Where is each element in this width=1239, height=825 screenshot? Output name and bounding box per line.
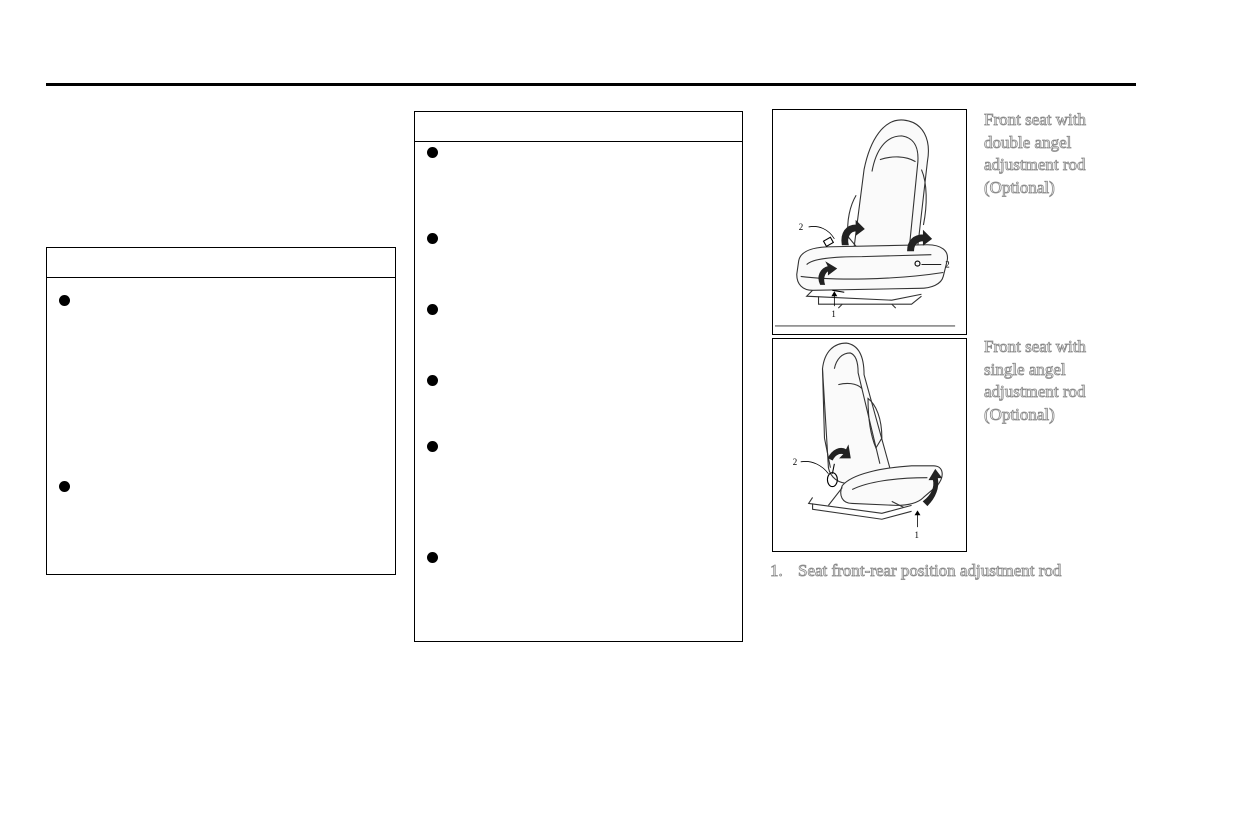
legend-number: 1. — [770, 561, 784, 581]
figure-caption-single-rod: Front seat with single angel adjustment … — [984, 336, 1134, 426]
caption-line: Front seat with — [984, 337, 1087, 357]
notice-box-middle — [414, 111, 743, 642]
seat-drawing-double: 2 2 1 — [774, 119, 956, 327]
seat-illustration-single-rod: 2 1 — [772, 338, 967, 552]
caption-line: single angel — [984, 359, 1066, 379]
figure-caption-double-rod: Front seat with double angel adjustment … — [984, 109, 1134, 199]
bullet-point — [427, 147, 438, 158]
bullet-point — [427, 375, 438, 386]
callout-1: 1 — [831, 309, 835, 319]
notice-box-left-header — [47, 248, 395, 278]
caption-line: adjustment rod — [984, 382, 1086, 402]
callout-2: 2 — [945, 260, 949, 270]
caption-line: (Optional) — [984, 404, 1056, 424]
caption-line: Front seat with — [984, 110, 1087, 130]
callout-1: 1 — [915, 530, 919, 540]
notice-box-middle-header — [415, 112, 742, 142]
caption-line: double angel — [984, 132, 1072, 152]
seat-drawing-single: 2 1 — [793, 342, 943, 540]
bullet-point — [427, 233, 438, 244]
legend-text: Seat front-rear position adjustment rod — [798, 561, 1062, 581]
callout-2: 2 — [799, 222, 803, 232]
bullet-point — [59, 295, 70, 306]
callout-2: 2 — [793, 457, 797, 467]
bullet-point — [427, 304, 438, 315]
notice-box-left — [46, 247, 396, 575]
header-rule — [46, 83, 1136, 86]
seat-illustration-double-rod: 2 2 1 — [772, 109, 967, 335]
figure-legend: 1. Seat front-rear position adjustment ro… — [770, 560, 1150, 583]
bullet-point — [59, 481, 70, 492]
bullet-point — [427, 441, 438, 452]
caption-line: (Optional) — [984, 177, 1056, 197]
bullet-point — [427, 552, 438, 563]
caption-line: adjustment rod — [984, 155, 1086, 175]
